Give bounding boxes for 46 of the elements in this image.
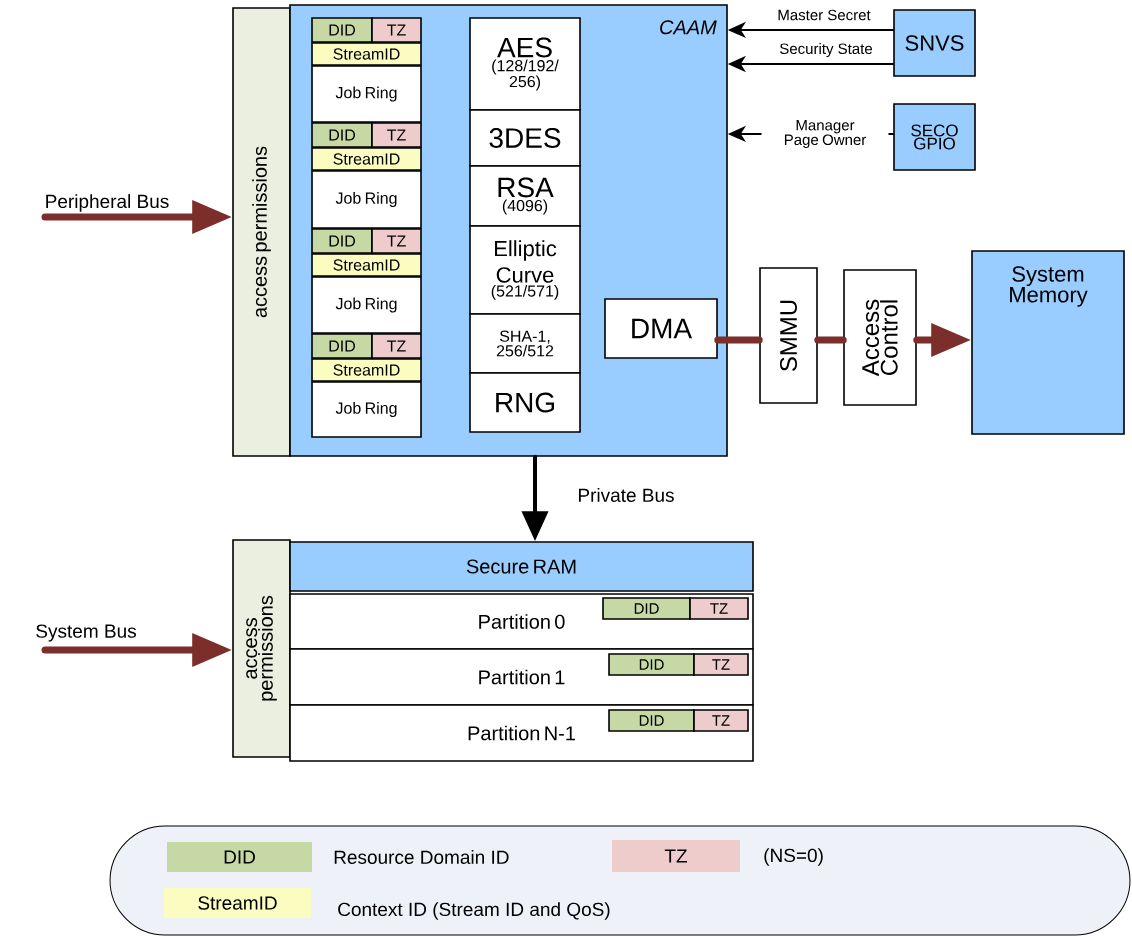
edge-label: Security State	[780, 43, 872, 57]
domain-tag: DID	[608, 653, 695, 676]
zone-tag: TZ	[371, 122, 422, 148]
ram-header: Secure RAM	[289, 541, 754, 592]
domain-tag: DID	[311, 17, 373, 43]
zone-tag: TZ	[689, 597, 749, 620]
stream-tag: StreamID	[311, 358, 422, 382]
domain-tag: DID	[602, 597, 691, 620]
permission-band: access permissions	[232, 539, 291, 758]
zone-tag: TZ	[693, 709, 749, 732]
memory-box: System Memory	[971, 250, 1125, 435]
access-control-box: Access Control	[843, 269, 917, 406]
zone-tag: TZ	[371, 228, 422, 254]
legend-text: (NS=0)	[764, 848, 823, 866]
job-ring-box: Job Ring	[311, 276, 422, 334]
stream-tag: StreamID	[311, 42, 422, 66]
block-box: SNVS	[893, 9, 976, 77]
job-ring-box: Job Ring	[311, 381, 422, 438]
edge-label: Manager Page Owner	[761, 119, 889, 149]
mmu-box: SMMU	[759, 267, 818, 404]
legend-text: Context ID (Stream ID and QoS)	[338, 902, 610, 920]
edge-label: Peripheral Bus	[46, 194, 169, 212]
engine-box: SHA-1, 256/512	[469, 313, 581, 374]
engine-box: AES (128/192/ 256)	[469, 17, 581, 111]
domain-tag: DID	[311, 122, 373, 148]
edge-label: Master Secret	[778, 9, 871, 21]
engine-box: RSA (4096)	[469, 165, 581, 227]
domain-tag: DID	[311, 228, 373, 254]
zone-tag: TZ	[371, 17, 422, 43]
stream-tag: StreamID	[311, 253, 422, 277]
zone-tag: TZ	[371, 333, 422, 359]
engine-box: 3DES	[469, 109, 581, 167]
stream-tag: StreamID	[311, 147, 422, 171]
domain-tag: DID	[608, 709, 695, 732]
block-box: SECO GPIO	[893, 103, 976, 171]
edge-label: Private Bus	[579, 488, 674, 502]
permission-band: access permissions	[232, 7, 291, 457]
edge-label: System Bus	[36, 624, 136, 642]
engine-box: Elliptic Curve (521/571)	[469, 225, 581, 315]
zone-tag: TZ	[693, 653, 749, 676]
legend-text: Resource Domain ID	[334, 850, 509, 864]
dma-box: DMA	[604, 298, 718, 359]
job-ring-box: Job Ring	[311, 170, 422, 229]
engine-box: RNG	[469, 372, 581, 433]
domain-tag: DID	[311, 333, 373, 359]
job-ring-box: Job Ring	[311, 65, 422, 123]
